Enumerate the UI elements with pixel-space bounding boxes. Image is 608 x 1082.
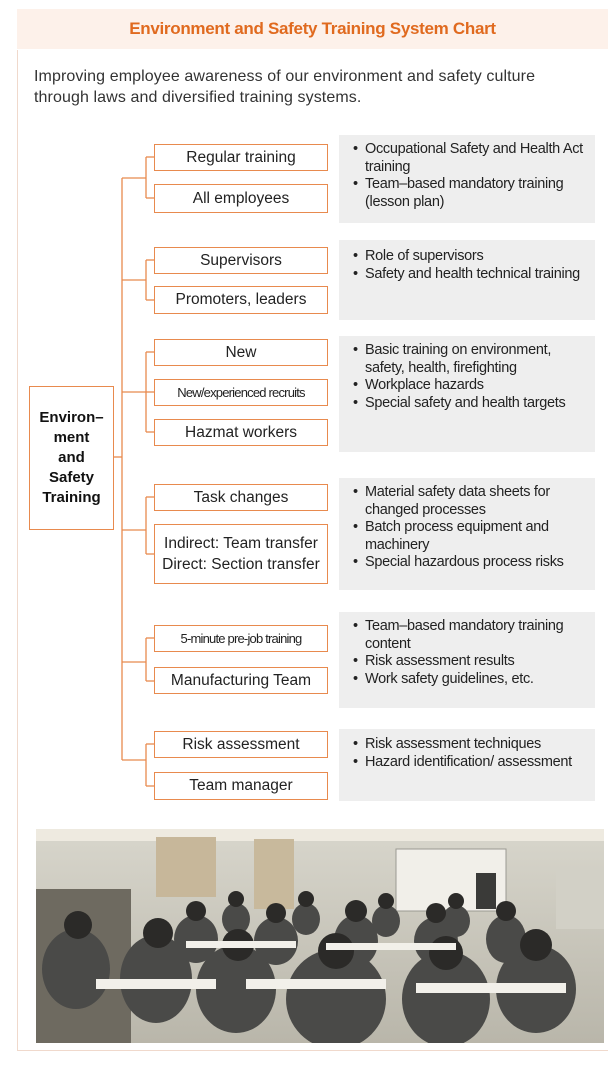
desc-item: Occupational Safety and Health Act train… [353,141,587,176]
desc-item: Batch process equipment and machinery [353,519,587,554]
node-task-changes: Task changes [154,484,328,511]
node-new-experienced-recruits: New/experienced recruits [154,379,328,406]
desc-item: Hazard identification/ assessment [353,754,587,772]
desc-item: Work safety guidelines, etc. [353,671,587,689]
desc-item: Basic training on environment, safety, h… [353,342,587,377]
desc-box-regular: Occupational Safety and Health Act train… [339,135,595,223]
node-new: New [154,339,328,366]
desc-item: Special hazardous process risks [353,554,587,572]
node-manufacturing-team: Manufacturing Team [154,667,328,694]
desc-item: Workplace hazards [353,377,587,395]
root-line: and [58,449,85,466]
desc-box-new: Basic training on environment, safety, h… [339,336,595,452]
intro-text: Improving employee awareness of our envi… [34,68,536,106]
desc-box-supervisors: Role of supervisors Safety and health te… [339,240,595,320]
root-line: Environ– [39,409,104,426]
desc-item: Team–based mandatory training (lesson pl… [353,176,587,211]
desc-box-pre-job: Team–based mandatory training content Ri… [339,612,595,708]
desc-item: Safety and health technical training [353,266,587,284]
left-border [17,50,18,1050]
root-line: ment [53,429,90,446]
desc-item: Team–based mandatory training content [353,618,587,653]
desc-item: Risk assessment techniques [353,736,587,754]
node-risk-assessment: Risk assessment [154,731,328,758]
node-team-section-transfer: Indirect: Team transfer Direct: Section … [154,524,328,584]
photo-illustration [36,829,604,1043]
desc-item: Material safety data sheets for changed … [353,484,587,519]
training-seminar-photo [36,829,604,1043]
bottom-border [17,1050,608,1051]
node-regular-training: Regular training [154,144,328,171]
root-line: Training [42,489,101,506]
node-line-direct: Direct: Section transfer [162,556,320,573]
node-pre-job-training: 5-minute pre-job training [154,625,328,652]
page-title: Environment and Safety Training System C… [129,19,496,38]
desc-item: Special safety and health targets [353,395,587,413]
title-banner: Environment and Safety Training System C… [17,9,608,49]
node-promoters-leaders: Promoters, leaders [154,286,328,314]
node-hazmat-workers: Hazmat workers [154,419,328,446]
root-box-environment-safety-training: Environ– ment and Safety Training [29,386,114,530]
node-supervisors: Supervisors [154,247,328,274]
node-line-indirect: Indirect: Team transfer [164,535,318,552]
desc-item: Role of supervisors [353,248,587,266]
node-team-manager: Team manager [154,772,328,800]
desc-item: Risk assessment results [353,653,587,671]
desc-box-task-changes: Material safety data sheets for changed … [339,478,595,590]
node-all-employees: All employees [154,184,328,213]
root-line: Safety [48,469,95,486]
desc-box-risk: Risk assessment techniques Hazard identi… [339,729,595,801]
